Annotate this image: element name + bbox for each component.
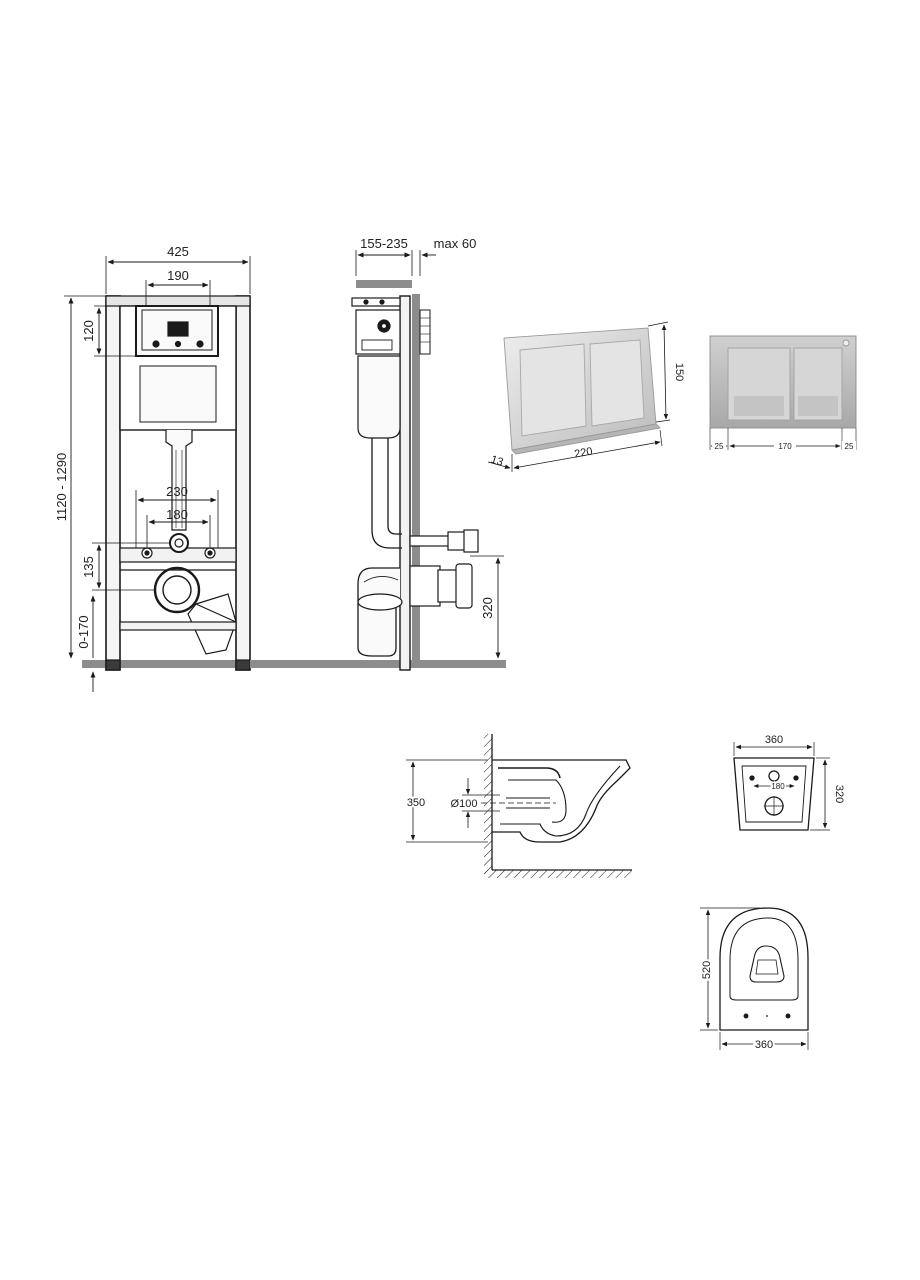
label-plate-height: 150 [673,363,685,381]
label-total-height: 1120 - 1290 [54,453,69,521]
frame-left-upright [105,295,121,671]
foot-left [105,659,121,671]
flush-mechanism [167,321,189,337]
label-plate-depth: 13 [489,454,504,469]
label-margin-right: 25 [845,442,854,451]
side-wall [412,294,420,664]
wall-top-block [356,280,412,288]
top-bolt-right [785,1013,791,1019]
bowl-back-outline [733,757,815,831]
side-view [250,250,506,671]
bowl-top-inner [729,917,799,1001]
label-width: 425 [167,244,189,259]
dim-plate-height-line [661,324,669,420]
top-bolt-left [743,1013,749,1019]
section-wall [484,734,492,874]
label-outlet-height: 320 [480,597,495,619]
label-margin-left: 25 [715,442,724,451]
bowl-profile [492,759,631,843]
label-inner-width: 170 [778,442,792,451]
button-plate-front [709,335,857,450]
label-back-width: 360 [765,734,783,746]
side-flush-pipe [371,438,402,549]
bowl-top-view [700,907,809,1050]
side-control-box [355,309,401,355]
label-drain-offset: 135 [81,556,96,578]
label-bowl-height: 350 [407,797,425,809]
side-cistern [357,355,401,439]
front-view [64,256,502,692]
back-inlet-hole [768,770,780,782]
section-floor [484,870,632,878]
label-outlet-diameter: Ø100 [451,798,478,810]
dim-plate-width-line [513,440,661,470]
frame-top-bar [105,295,251,307]
bowl-top-outlet [749,945,785,983]
side-button-plate [419,309,431,355]
foot-right [235,659,251,671]
label-bolt-spacing: 180 [771,782,785,791]
label-foot-adjust: 0-170 [76,615,91,648]
label-stud-inner: 180 [166,507,188,522]
label-plate-width: 220 [573,446,593,461]
label-top-width: 360 [755,1039,773,1051]
flush-pipe [165,430,193,531]
label-wall-max: max 60 [434,236,477,251]
side-drain-outlet [409,565,441,607]
label-back-height: 320 [833,785,845,803]
side-floor [250,660,506,668]
label-panel-height: 120 [81,320,96,342]
dim-plate-depth-line [487,461,511,469]
plate-logo-icon [842,339,850,347]
button-plate-perspective [487,321,671,472]
back-bolt-right [793,775,799,781]
cistern-body-front [139,365,217,423]
back-bolt-left [749,775,755,781]
side-drain-elbow [357,567,400,657]
side-inlet-pipe [409,535,451,547]
frame-lower-bar [119,621,237,631]
label-top-length: 520 [701,961,713,979]
plate-button-right [589,339,645,427]
label-depth: 155-235 [360,236,408,251]
side-frame-upright [399,295,411,671]
bowl-side-section [406,734,632,878]
side-top-bracket [351,297,401,307]
bowl-back-view [733,742,830,831]
label-panel-width: 190 [167,268,189,283]
frame-right-upright [235,295,251,671]
label-stud-outer: 230 [166,484,188,499]
plate-button-left [519,343,587,437]
